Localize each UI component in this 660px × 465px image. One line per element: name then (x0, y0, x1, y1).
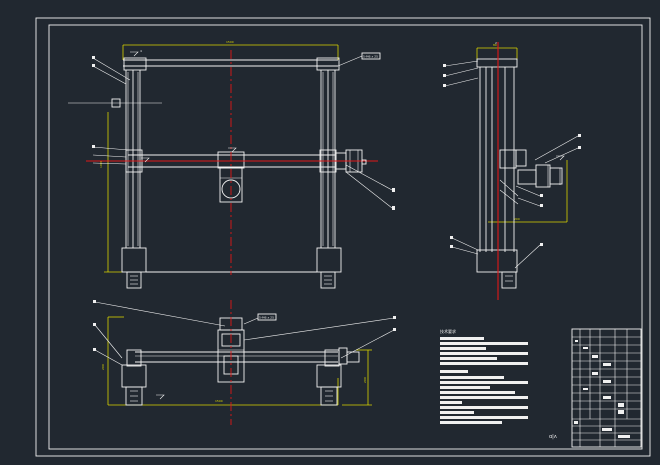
plan-left-dimension: 200 (101, 364, 105, 370)
title-block: ɑ|ʌ (549, 328, 642, 448)
technical-notes-lines (440, 337, 528, 424)
side-top-dimension: 80 (493, 43, 497, 47)
side-bottom-dimension: 200 (514, 217, 520, 221)
front-top-dimension: 1500 (226, 40, 234, 44)
plan-top-tag: 5-M6 x 25 (259, 316, 274, 320)
title-block-signature: ɑ|ʌ (549, 434, 557, 440)
sheet-outer-border (35, 17, 651, 457)
side-view: 80 200 (443, 41, 581, 300)
plan-bottom-dimension: 1500 (215, 399, 223, 403)
technical-notes-heading: 技术要求 (440, 328, 456, 334)
sheet-inner-border (48, 24, 643, 450)
front-view: 1500 1000 (68, 40, 395, 289)
front-top-right-tag: 5-M6 x 25 (363, 55, 378, 59)
side-top-tag: 2 (495, 41, 497, 45)
front-weld-symbol: 4 (140, 49, 142, 53)
technical-notes: 技术要求 (440, 328, 456, 334)
plan-view: 1500 200 200 (93, 300, 396, 425)
plan-right-dimension: 200 (363, 377, 367, 383)
front-left-dimension: 1000 (99, 160, 103, 168)
